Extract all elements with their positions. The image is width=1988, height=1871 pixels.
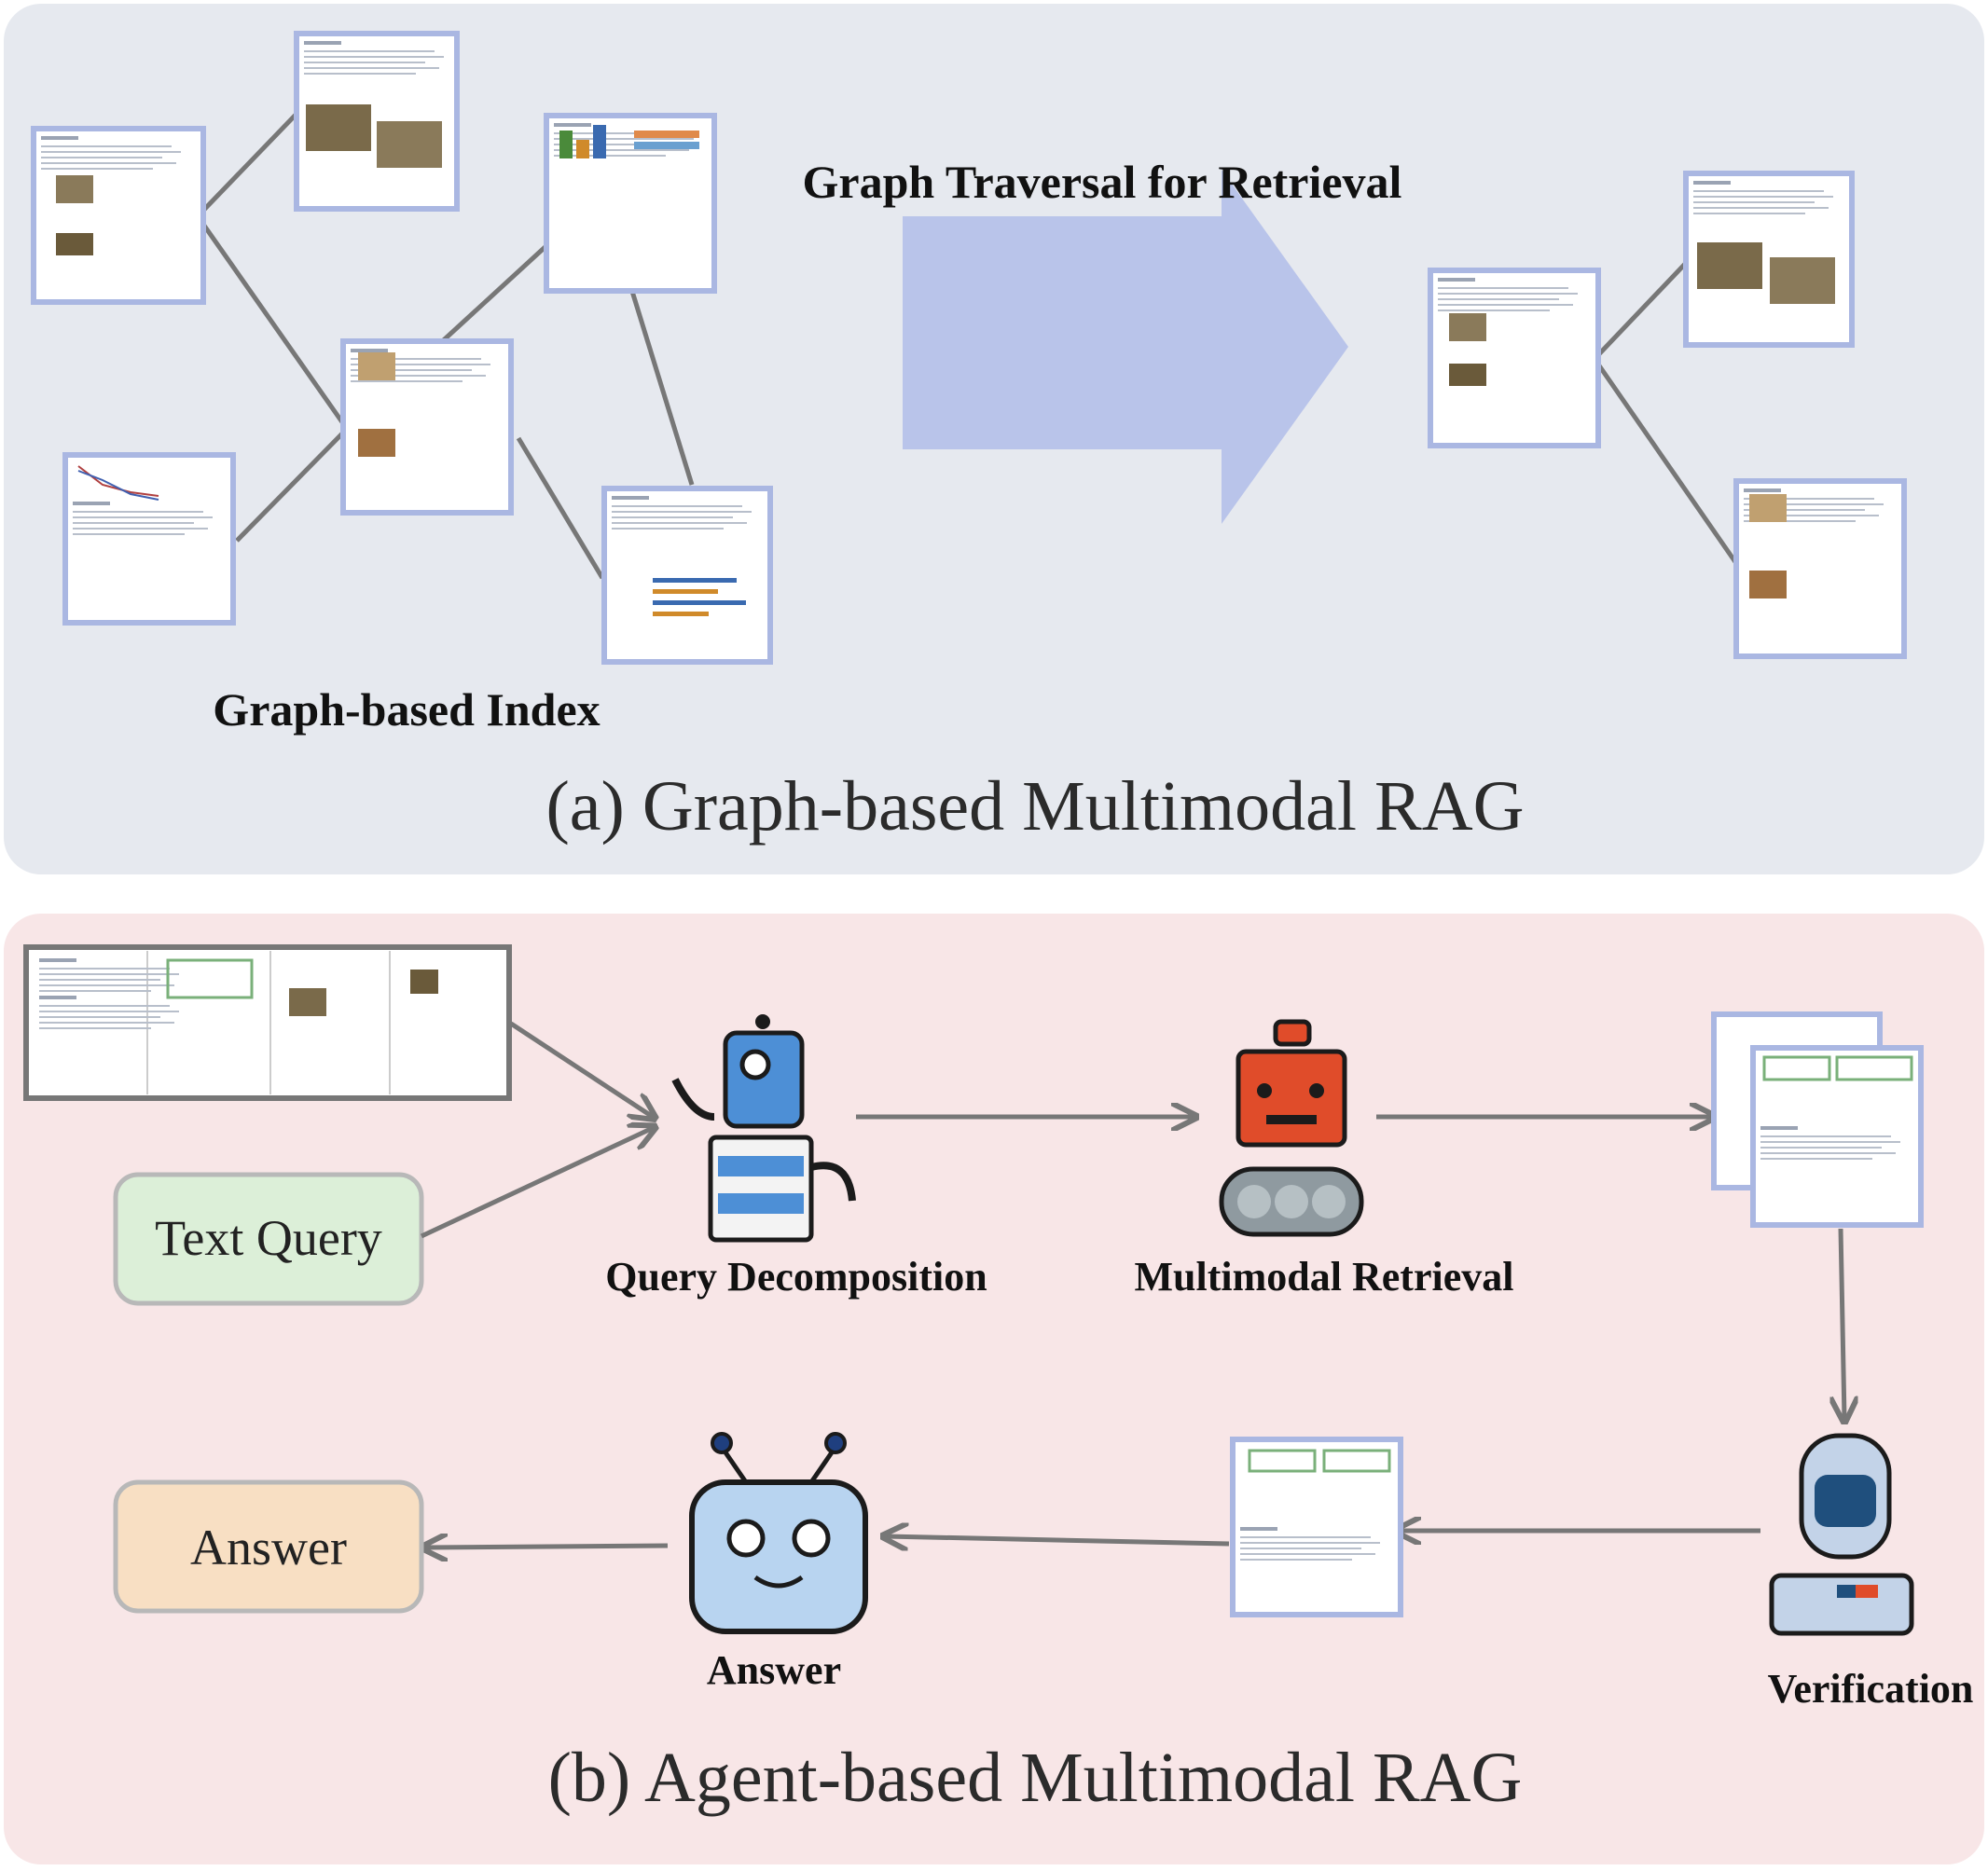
doc-thumb-1 [31,126,206,305]
big-arrow [903,170,1348,524]
doc-thumb-5 [62,452,236,626]
multimodal-retrieval-robot-icon [1219,1019,1364,1237]
traversal-label: Graph Traversal for Retrieval [803,156,1402,208]
query-decomposition-robot-icon [671,1014,856,1243]
doc-thumb-6 [601,486,773,665]
answer-robot-label: Answer [707,1647,841,1693]
answer-box [113,1479,424,1614]
doc-thumb-9 [1733,478,1907,659]
text-query-box [113,1172,424,1306]
verified-doc [1230,1437,1403,1617]
doc-thumb-7 [1428,268,1601,448]
doc-thumb-8 [1683,171,1855,348]
verification-label: Verification [1768,1666,1974,1712]
panel-a-caption: (a) Graph-based Multimodal RAG [546,767,1525,846]
document-strip [23,944,512,1101]
doc-thumb-2 [294,31,460,212]
panel-b-caption: (b) Agent-based Multimodal RAG [548,1739,1523,1817]
verification-astronaut-icon [1769,1433,1914,1636]
flow-arrows [421,1021,1844,1548]
answer-box-label: Answer [190,1520,347,1575]
graph-edges [195,110,1743,580]
index-label: Graph-based Index [213,683,600,736]
doc-thumb-3 [544,113,717,294]
query-decomposition-label: Query Decomposition [605,1254,987,1300]
multimodal-retrieval-label: Multimodal Retrieval [1135,1254,1514,1300]
answer-robot-icon [689,1432,868,1634]
panel-b-background [4,914,1984,1864]
retrieved-docs [1711,1011,1924,1228]
text-query-label: Text Query [155,1210,382,1266]
doc-thumb-4 [340,338,514,516]
